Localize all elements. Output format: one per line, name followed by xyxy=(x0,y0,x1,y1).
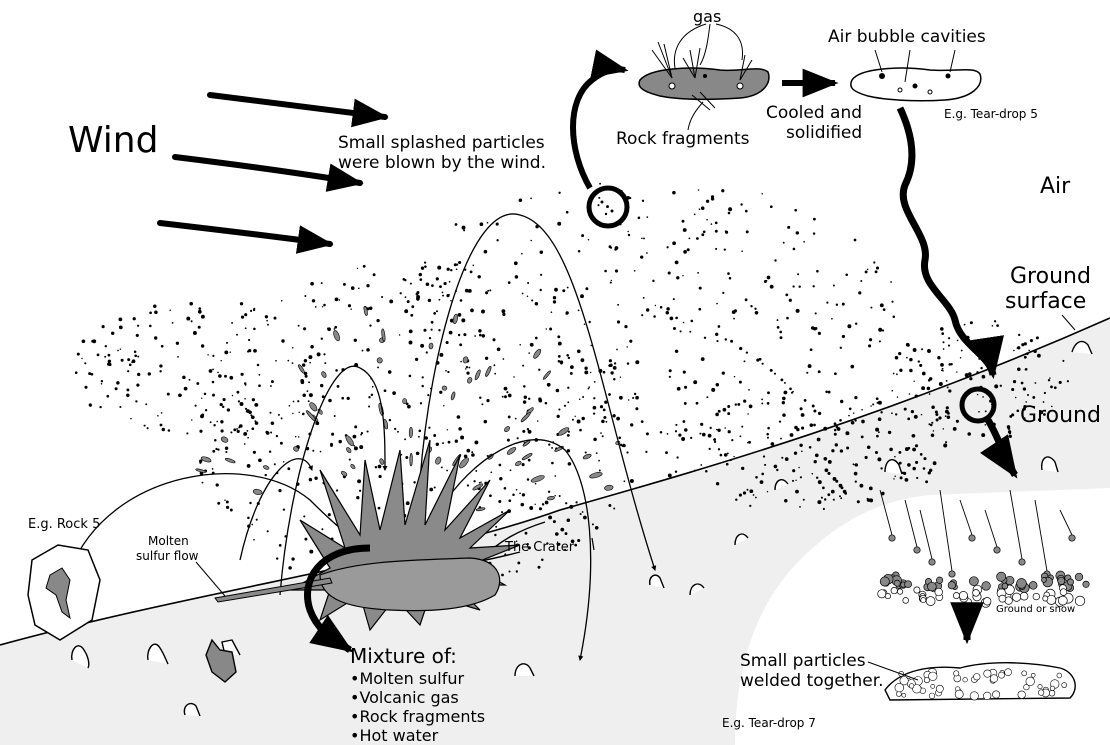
wind-arrow-2 xyxy=(175,157,360,183)
solidified-droplet xyxy=(851,50,981,101)
label-air: Air xyxy=(1040,174,1071,199)
label-ground-or-snow: Ground or snow xyxy=(996,604,1075,615)
label-mixture-item-3: •Rock fragments xyxy=(350,707,485,726)
label-small-splashed-1: Small splashed particles xyxy=(338,133,545,153)
label-rock-fragments: Rock fragments xyxy=(616,129,750,149)
label-mixture-item-1: •Molten sulfur xyxy=(350,669,465,688)
label-ground: Ground xyxy=(1020,403,1101,428)
label-eg-rock5: E.g. Rock 5 xyxy=(28,517,100,532)
label-mixture-item-2: •Volcanic gas xyxy=(350,688,459,707)
falling-arrow xyxy=(900,108,993,375)
label-air-bubble-cavities: Air bubble cavities xyxy=(828,27,986,47)
label-ground-surface-1: Ground xyxy=(1010,264,1091,289)
label-welded-2: welded together. xyxy=(740,671,884,691)
label-the-crater: The Crater xyxy=(504,540,575,555)
wind-arrow-3 xyxy=(160,223,330,244)
label-molten-1: Molten xyxy=(148,534,189,548)
label-welded-1: Small particles xyxy=(740,651,866,671)
label-cooled-2: solidified xyxy=(786,123,862,143)
label-eg-teardrop5: E.g. Tear-drop 5 xyxy=(944,107,1038,121)
droplet-with-gas xyxy=(639,24,769,130)
label-ground-surface-2: surface xyxy=(1005,289,1086,314)
label-wind: Wind xyxy=(68,120,158,161)
wind-arrow-1 xyxy=(210,95,385,117)
label-mixture-title: Mixture of: xyxy=(350,644,457,668)
label-eg-teardrop7: E.g. Tear-drop 7 xyxy=(722,716,816,730)
arc-left xyxy=(240,459,312,560)
label-small-splashed-2: were blown by the wind. xyxy=(338,153,546,173)
ground-surface-pointer xyxy=(1062,315,1075,330)
label-mixture-item-4: •Hot water xyxy=(350,726,439,745)
label-cooled-1: Cooled and xyxy=(766,103,862,123)
label-molten-2: sulfur flow xyxy=(136,549,199,563)
label-gas: gas xyxy=(693,7,721,26)
